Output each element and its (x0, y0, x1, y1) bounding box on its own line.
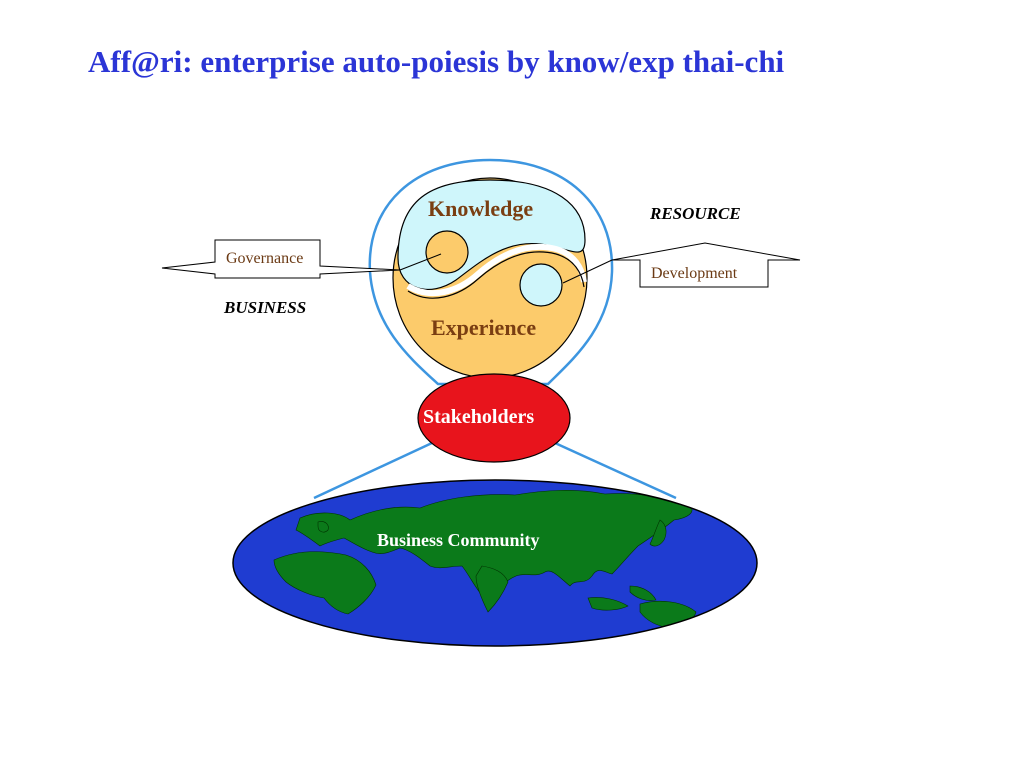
globe-map (232, 479, 758, 647)
yin-yang-symbol (392, 177, 588, 379)
knowledge-label: Knowledge (428, 196, 534, 221)
stakeholders-ellipse (417, 373, 571, 463)
knowledge-dot (425, 230, 469, 274)
governance-arrow (161, 239, 442, 279)
development-arrow (562, 242, 801, 288)
business-community-label: Business Community (377, 530, 540, 550)
stakeholders-label: Stakeholders (423, 406, 535, 428)
connector-left-line (313, 441, 433, 500)
connector-right-line (554, 441, 677, 500)
resource-label: RESOURCE (650, 204, 741, 223)
governance-label: Governance (226, 250, 304, 267)
development-label: Development (651, 265, 738, 282)
experience-dot (519, 263, 563, 307)
experience-label: Experience (431, 315, 537, 340)
slide-title: Aff@ri: enterprise auto-poiesis by know/… (88, 44, 785, 79)
business-label: BUSINESS (224, 298, 307, 317)
yin-yang-white-swirl (406, 243, 587, 297)
